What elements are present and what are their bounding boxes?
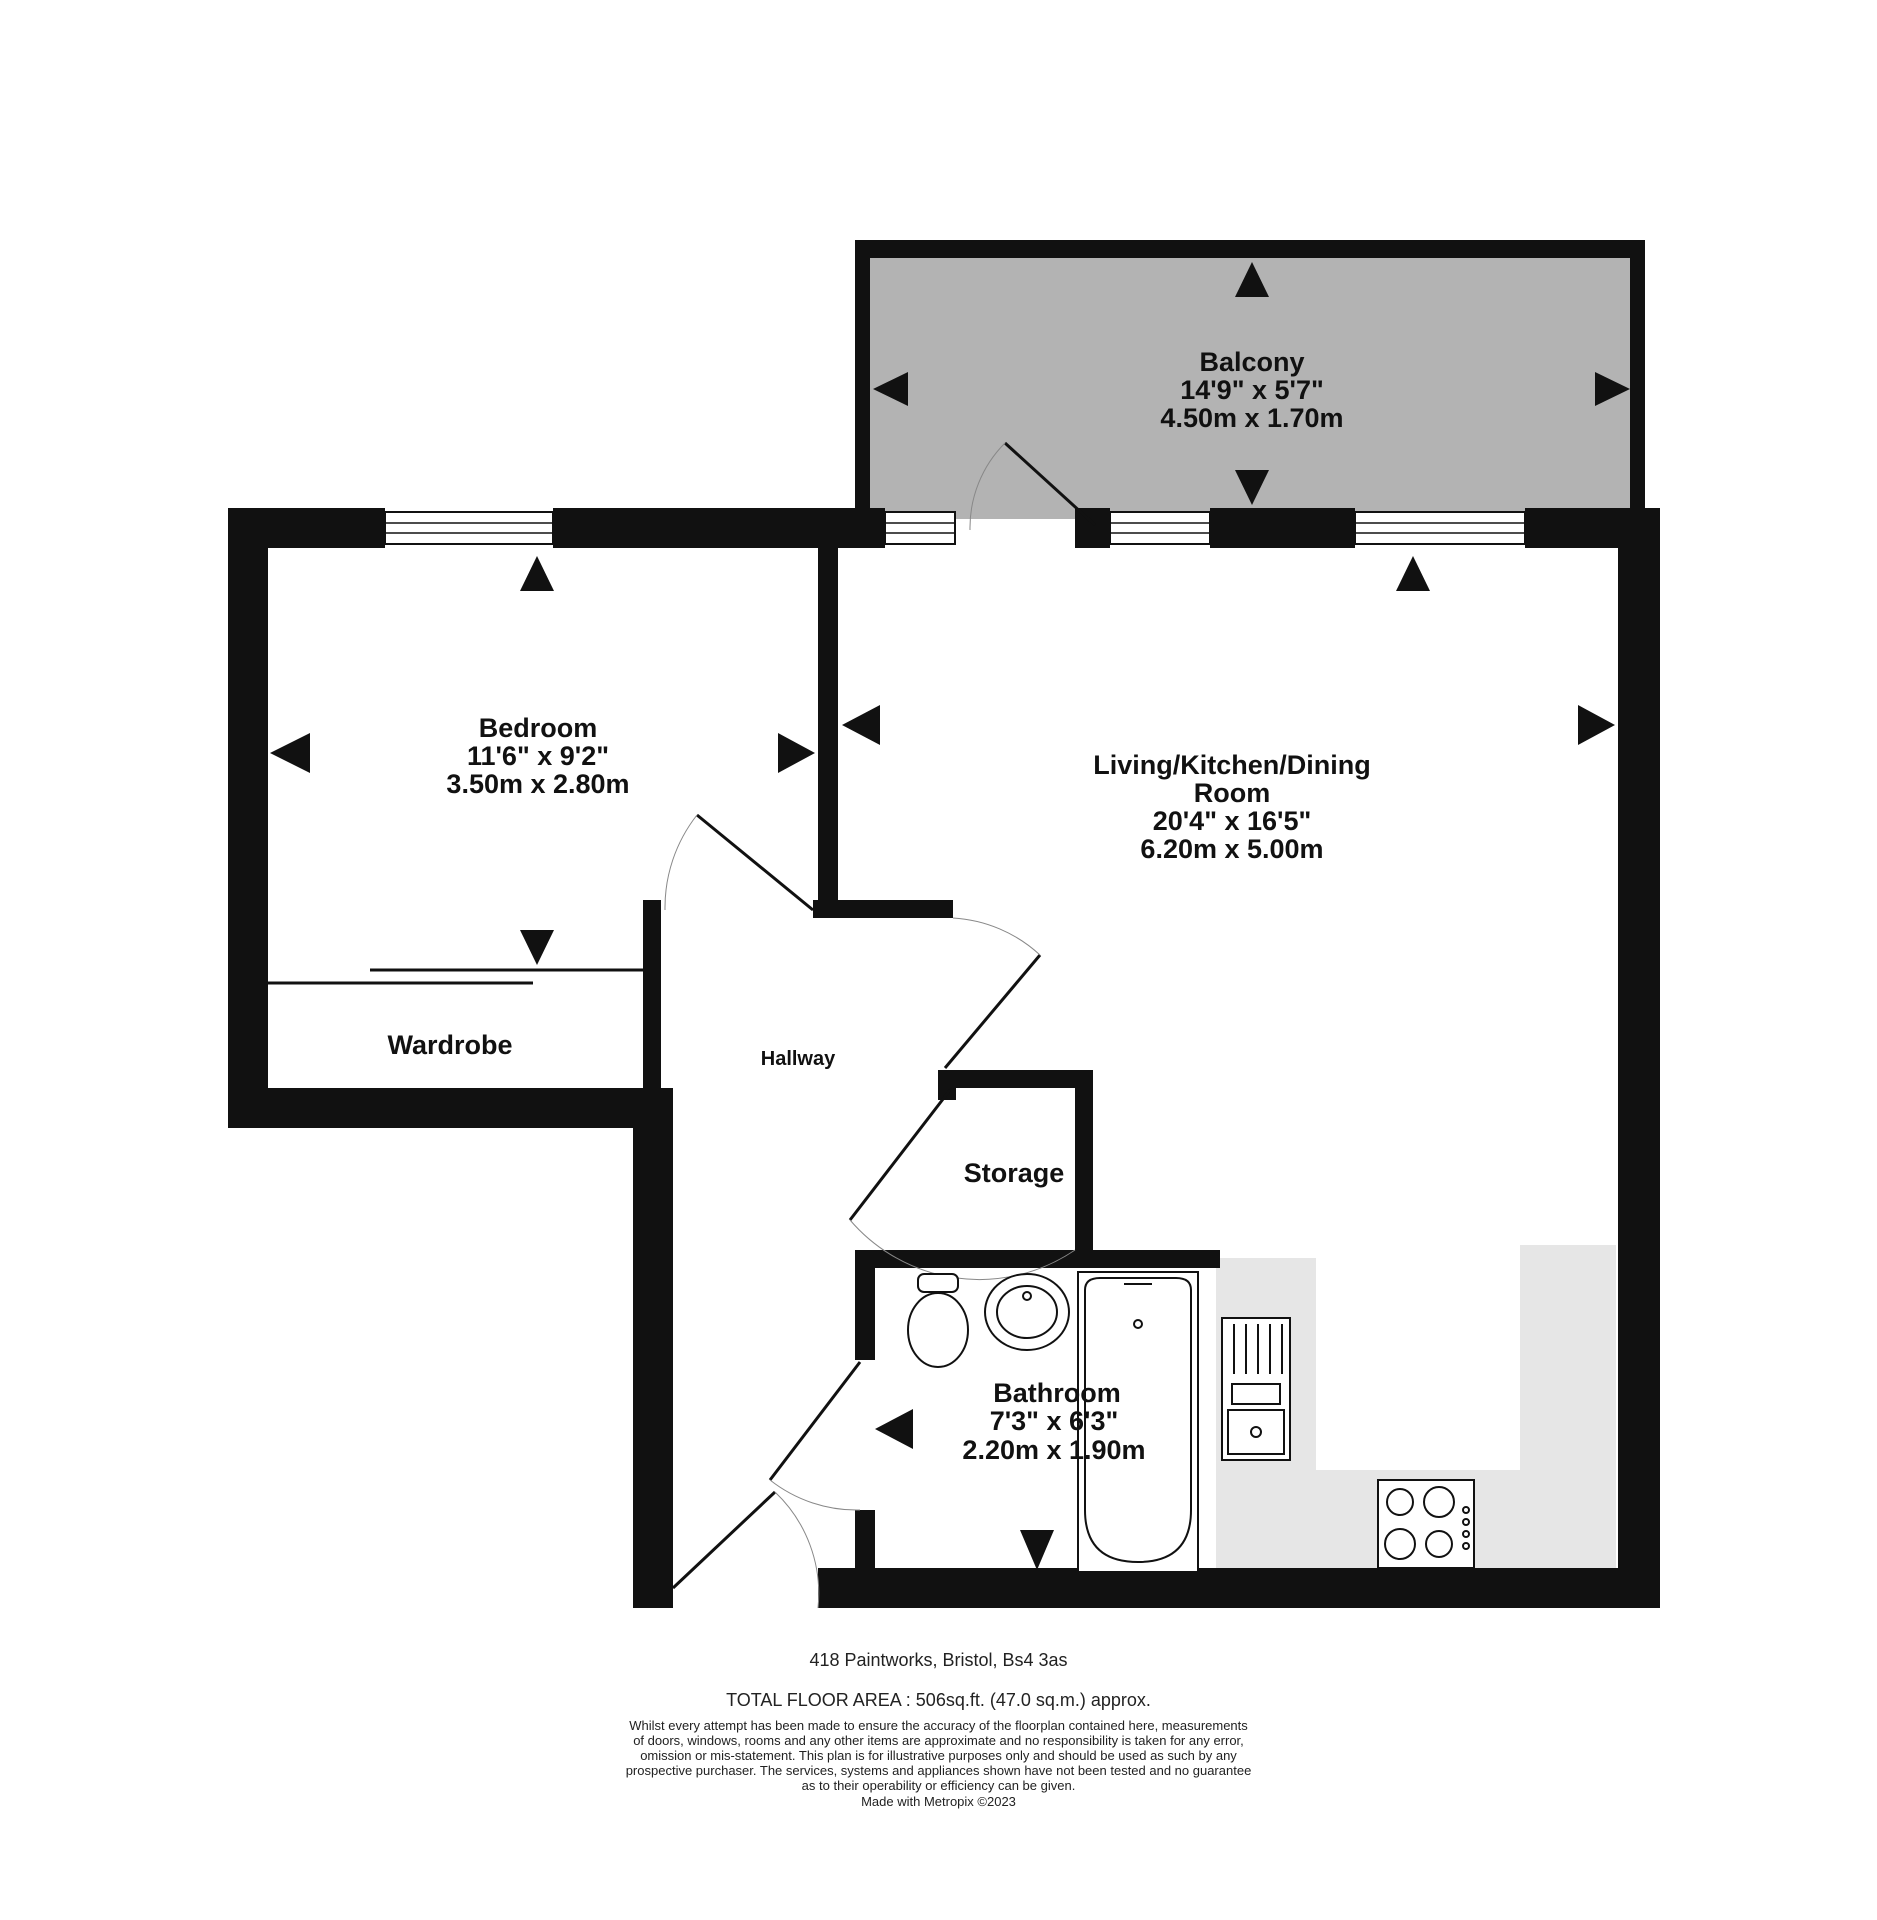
total-floor-area: TOTAL FLOOR AREA : 506sq.ft. (47.0 sq.m.… <box>726 1690 1151 1710</box>
living-window-left <box>884 511 956 545</box>
living-metric: 6.20m x 5.00m <box>1140 834 1323 864</box>
balcony-name: Balcony <box>1199 347 1304 377</box>
walls <box>228 508 1660 1608</box>
bathroom-door <box>768 1361 862 1511</box>
metropix-credit: Made with Metropix ©2023 <box>861 1794 1016 1809</box>
bedroom-door <box>664 813 814 912</box>
entrance-door <box>671 1490 820 1609</box>
bath-icon <box>1077 1271 1199 1573</box>
disclaimer-line: Whilst every attempt has been made to en… <box>629 1718 1248 1733</box>
storage-label: Storage <box>964 1158 1065 1188</box>
dimension-arrow-icon <box>270 262 1630 1570</box>
wardrobe-label: Wardrobe <box>387 1030 512 1060</box>
balcony-door <box>969 441 1097 531</box>
windows <box>384 508 1560 548</box>
living-window-middle <box>1109 511 1211 545</box>
wardrobe-doors <box>268 968 643 985</box>
disclaimer-line: of doors, windows, rooms and any other i… <box>633 1733 1244 1748</box>
disclaimer-line: omission or mis-statement. This plan is … <box>640 1748 1237 1763</box>
living-door <box>943 917 1042 1069</box>
living-imperial: 20'4" x 16'5" <box>1153 806 1312 836</box>
property-address: 418 Paintworks, Bristol, Bs4 3as <box>809 1650 1068 1670</box>
bedroom-name: Bedroom <box>479 713 598 743</box>
disclaimer: Whilst every attempt has been made to en… <box>0 1718 1877 1793</box>
bathroom-label: Bathroom 7'3" x 6'3" 2.20m x 1.90m <box>962 1378 1145 1465</box>
basin-icon <box>984 1273 1070 1351</box>
bathroom-name: Bathroom <box>993 1378 1121 1408</box>
balcony-imperial: 14'9" x 5'7" <box>1180 375 1324 405</box>
disclaimer-line: prospective purchaser. The services, sys… <box>625 1763 1252 1778</box>
doors <box>664 441 1097 1609</box>
bedroom-metric: 3.50m x 2.80m <box>446 769 629 799</box>
hob-icon <box>1377 1479 1475 1569</box>
bedroom-label: Bedroom 11'6" x 9'2" 3.50m x 2.80m <box>446 713 629 799</box>
toilet-icon <box>907 1273 969 1368</box>
living-name-line2: Room <box>1194 778 1271 808</box>
living-name-line1: Living/Kitchen/Dining <box>1093 750 1371 780</box>
living-label: Living/Kitchen/Dining Room 20'4" x 16'5"… <box>1093 750 1371 864</box>
hallway-label: Hallway <box>761 1048 836 1070</box>
disclaimer-line: as to their operability or efficiency ca… <box>801 1778 1076 1793</box>
bathroom-metric: 2.20m x 1.90m <box>962 1435 1145 1465</box>
bathroom-imperial: 7'3" x 6'3" <box>990 1406 1119 1436</box>
living-window-right <box>1354 511 1526 545</box>
bedroom-window <box>384 511 554 545</box>
sink-icon <box>1221 1317 1291 1461</box>
bedroom-imperial: 11'6" x 9'2" <box>467 741 609 771</box>
balcony-metric: 4.50m x 1.70m <box>1160 403 1343 433</box>
balcony-label: Balcony 14'9" x 5'7" 4.50m x 1.70m <box>1160 347 1343 433</box>
